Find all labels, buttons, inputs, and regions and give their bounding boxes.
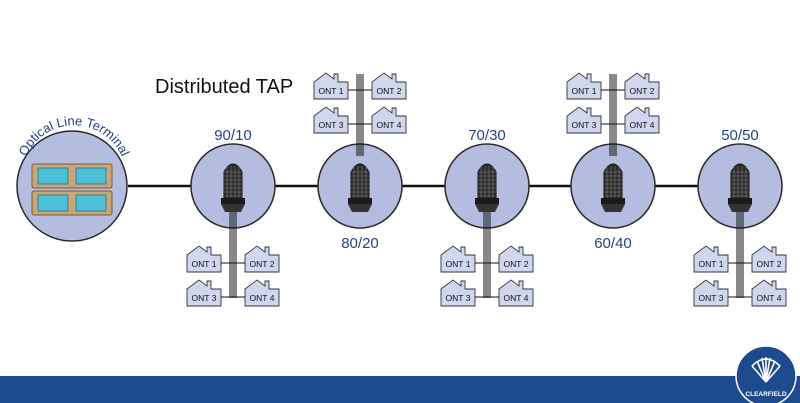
dome-closure-icon — [475, 163, 499, 212]
olt-rack-icon — [31, 163, 113, 216]
ont-label: ONT 2 — [250, 259, 275, 269]
split-ratio-label: 60/40 — [594, 235, 632, 252]
ont-house: ONT 1 — [566, 72, 602, 100]
ont-label: ONT 4 — [250, 293, 275, 303]
ont-label: ONT 2 — [377, 86, 402, 96]
ont-label: ONT 3 — [192, 293, 217, 303]
dome-closure-icon — [601, 163, 625, 212]
splitter-2: ONT 1 ONT 2 ONT 3 ONT 4 80/20 — [313, 72, 407, 252]
drop-cables — [348, 74, 372, 156]
ont-house: ONT 2 — [371, 72, 407, 100]
splitter-4: ONT 1 ONT 2 ONT 3 ONT 4 60/40 — [566, 72, 660, 252]
house-icon — [498, 245, 534, 273]
ont-house: ONT 2 — [498, 245, 534, 273]
drop-cables — [601, 74, 625, 156]
house-icon — [186, 279, 222, 307]
ont-label: ONT 1 — [699, 259, 724, 269]
house-icon — [244, 245, 280, 273]
house-icon — [624, 106, 660, 134]
ont-house: ONT 4 — [371, 106, 407, 134]
dome-closure-icon — [221, 163, 245, 212]
drop-cables — [221, 212, 245, 298]
split-ratio-label: 50/50 — [721, 127, 759, 144]
ont-house: ONT 2 — [244, 245, 280, 273]
ont-label: ONT 1 — [446, 259, 471, 269]
ont-house: ONT 4 — [244, 279, 280, 307]
house-icon — [440, 279, 476, 307]
ont-house: ONT 1 — [693, 245, 729, 273]
ont-house: ONT 1 — [440, 245, 476, 273]
ont-label: ONT 2 — [630, 86, 655, 96]
ont-label: ONT 2 — [757, 259, 782, 269]
ont-label: ONT 1 — [572, 86, 597, 96]
footer-bar — [0, 376, 800, 403]
ont-label: ONT 4 — [377, 120, 402, 130]
house-icon — [751, 279, 787, 307]
house-icon — [371, 106, 407, 134]
ont-label: ONT 1 — [192, 259, 217, 269]
ont-house: ONT 4 — [751, 279, 787, 307]
ont-house: ONT 3 — [440, 279, 476, 307]
ont-house: ONT 1 — [313, 72, 349, 100]
house-icon — [313, 106, 349, 134]
ont-label: ONT 4 — [757, 293, 782, 303]
ont-house: ONT 4 — [498, 279, 534, 307]
ont-house: ONT 1 — [186, 245, 222, 273]
ont-house: ONT 4 — [624, 106, 660, 134]
ont-house: ONT 2 — [624, 72, 660, 100]
splitter-3: ONT 1 ONT 2 ONT 3 ONT 4 70/30 — [440, 127, 534, 307]
ont-label: ONT 4 — [630, 120, 655, 130]
ont-label: ONT 3 — [446, 293, 471, 303]
house-icon — [693, 279, 729, 307]
split-ratio-label: 90/10 — [214, 127, 252, 144]
house-icon — [751, 245, 787, 273]
ont-house: ONT 3 — [313, 106, 349, 134]
olt-group: Optical Line Terminal — [15, 113, 133, 242]
dome-closure-icon — [348, 163, 372, 212]
drop-cables — [475, 212, 499, 298]
house-icon — [440, 245, 476, 273]
house-icon — [186, 245, 222, 273]
drop-cables — [728, 212, 752, 298]
split-ratio-label: 70/30 — [468, 127, 506, 144]
house-icon — [693, 245, 729, 273]
ont-label: ONT 3 — [572, 120, 597, 130]
house-icon — [371, 72, 407, 100]
ont-house: ONT 3 — [186, 279, 222, 307]
diagram-title: Distributed TAP — [155, 76, 293, 98]
ont-label: ONT 2 — [504, 259, 529, 269]
ont-house: ONT 3 — [693, 279, 729, 307]
ont-house: ONT 3 — [566, 106, 602, 134]
dome-closure-icon — [728, 163, 752, 212]
house-icon — [498, 279, 534, 307]
splitter-5: ONT 1 ONT 2 ONT 3 ONT 4 50/50 — [693, 127, 787, 307]
ont-label: ONT 3 — [699, 293, 724, 303]
ont-house: ONT 2 — [751, 245, 787, 273]
ont-label: ONT 1 — [319, 86, 344, 96]
ont-label: ONT 3 — [319, 120, 344, 130]
house-icon — [624, 72, 660, 100]
house-icon — [566, 106, 602, 134]
ont-label: ONT 4 — [504, 293, 529, 303]
house-icon — [313, 72, 349, 100]
house-icon — [566, 72, 602, 100]
house-icon — [244, 279, 280, 307]
split-ratio-label: 80/20 — [341, 235, 379, 252]
splitter-1: ONT 1 ONT 2 ONT 3 ONT 4 90/10 — [186, 127, 280, 307]
